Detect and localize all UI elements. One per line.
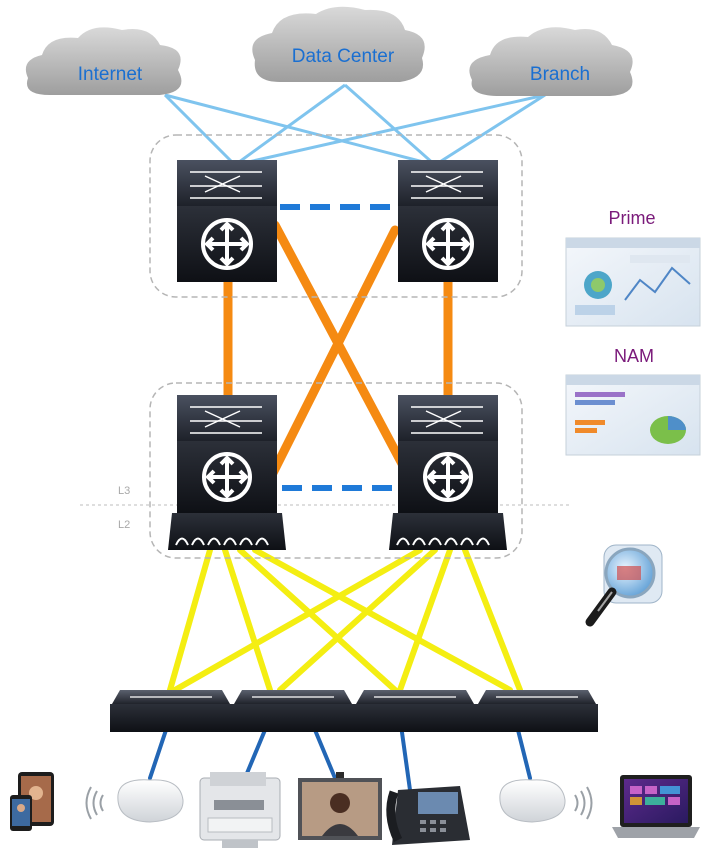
- video-endpoint-icon: [298, 772, 382, 840]
- access-point-icon: [499, 779, 566, 823]
- tool-label-nam: NAM: [614, 346, 654, 366]
- access-uplinks: [167, 547, 523, 693]
- printer-icon: [199, 772, 281, 848]
- access-switch-3: [354, 690, 476, 732]
- prime-dashboard-thumbnail: [565, 237, 701, 327]
- nam-dashboard-thumbnail: [565, 374, 701, 456]
- router-arrows-icon: [423, 452, 473, 502]
- distribution-ha-group: [149, 382, 523, 559]
- access-switch-2: [232, 690, 354, 732]
- magnifier-icon: [585, 544, 663, 627]
- switch-ports-icon: [396, 537, 490, 546]
- core-switch-left: [177, 160, 277, 282]
- tool-label-prime: Prime: [608, 208, 655, 228]
- router-arrows-icon: [202, 452, 252, 502]
- layer-label-l2: L2: [118, 519, 130, 531]
- cloud-internet: Internet: [25, 27, 182, 96]
- router-arrows-icon: [422, 218, 474, 270]
- tablet-icon: [10, 772, 54, 831]
- cloud-label-internet: Internet: [78, 64, 143, 85]
- ip-phone-icon: [386, 786, 470, 845]
- distribution-switch-left: [168, 395, 286, 550]
- cloud-label-data-center: Data Center: [292, 46, 395, 67]
- laptop-icon: [612, 775, 700, 838]
- access-switch-1: [110, 690, 232, 732]
- switch-ports-icon: [175, 537, 269, 546]
- distribution-switch-right: [389, 395, 507, 550]
- cloud-data-center: Data Center: [252, 6, 425, 82]
- cloud-label-branch: Branch: [530, 64, 590, 85]
- core-switch-right: [398, 160, 498, 282]
- layer-label-l3: L3: [118, 485, 130, 497]
- l3-links: [223, 220, 453, 480]
- wireless-signal-icon: [85, 786, 104, 820]
- cloud-branch: Branch: [469, 27, 633, 96]
- wireless-signal-icon: [574, 786, 593, 820]
- core-ha-group: [149, 134, 523, 298]
- access-switch-4: [476, 690, 598, 732]
- wan-uplinks: [163, 83, 546, 167]
- access-point-icon: [117, 779, 184, 823]
- router-arrows-icon: [201, 218, 253, 270]
